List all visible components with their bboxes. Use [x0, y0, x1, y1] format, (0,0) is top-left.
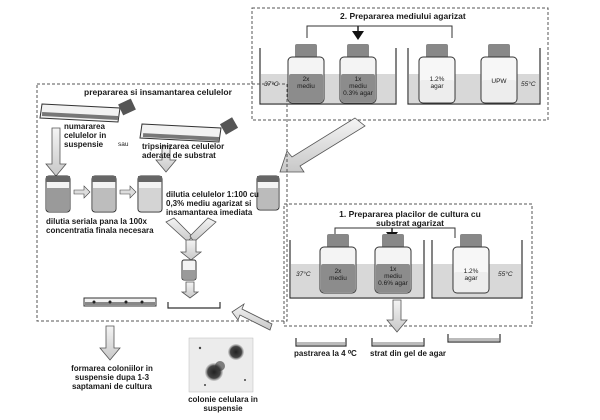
arrow-flask-to-dilution: [45, 127, 67, 177]
plate-seeding: [167, 302, 221, 309]
plate-storage: [295, 338, 347, 347]
plates-temp-55: 55°C: [498, 271, 513, 278]
tube-dilution-1: [45, 175, 71, 213]
flask-cell-suspension: [39, 98, 136, 123]
agar-medium-bracket: [306, 25, 453, 38]
agar-medium-title: 2. Prepararea mediului agarizat: [340, 11, 466, 21]
plates-bracket: [334, 227, 456, 238]
bottle-label-2x-medium-top: 2x mediu: [297, 76, 315, 90]
bottle-label-agar-top: 1.2% agar: [429, 76, 445, 90]
colony-micrograph: [188, 337, 254, 393]
cells-box: [36, 83, 288, 322]
agar-medium-temp-37: 37°C: [264, 81, 279, 88]
or-label: sau: [118, 141, 129, 148]
arrow-tube-1-2: [73, 185, 91, 199]
agar-medium-temp-55: 55°C: [521, 81, 536, 88]
arrow-plates-to-cells: [231, 302, 273, 331]
flask-adherent-cells: [139, 117, 239, 143]
plate-gel-layer: [371, 338, 425, 347]
bottle-agar-1-2-top: [418, 44, 456, 104]
bottle-agar-1-2-mid: [452, 234, 490, 294]
plate-empty: [447, 334, 501, 343]
arrow-tube-to-plate: [180, 281, 200, 299]
plates-title: 1. Prepararea placilor de cultura cu sub…: [339, 209, 481, 228]
plate-colonies: [83, 297, 157, 307]
merge-arrow: [165, 217, 217, 261]
cells-title: prepararea si insamantarea celulelor: [84, 87, 232, 97]
dilution-agar-label: dilutia celulelor 1:100 cu 0,3% mediu ag…: [166, 190, 259, 217]
tube-agar-medium: [256, 175, 280, 211]
bottle-upw-top: [480, 44, 518, 104]
arrow-trypsin-to-dilution: [155, 145, 177, 173]
storage-label: pastrarea la 4 ⁰C: [294, 349, 357, 358]
bottle-label-agar-mid: 1.2% agar: [463, 268, 479, 282]
bottle-label-2x-medium-mid: 2x mediu: [329, 268, 347, 282]
bottle-1x-medium-agar-mid: [374, 234, 412, 294]
counting-label: numararea celulelor in suspensie: [64, 122, 107, 149]
tube-mixture: [181, 259, 197, 281]
gel-layer-label: strat din gel de agar: [370, 349, 447, 358]
colony-formation-label: formarea coloniilor in suspensie dupa 1-…: [71, 364, 153, 391]
bottle-1x-medium-agar-top: [339, 44, 377, 104]
bottle-2x-medium-mid: [319, 234, 357, 294]
arrow-tube-2-3: [119, 185, 137, 199]
agar-medium-box: [251, 7, 549, 121]
plates-temp-37: 37°C: [296, 271, 311, 278]
arrow-plate-to-result: [99, 325, 121, 361]
bottle-2x-medium-top: [287, 44, 325, 104]
tube-dilution-2: [91, 175, 117, 213]
bottle-label-upw-top: UPW: [491, 78, 507, 85]
tube-dilution-3: [137, 175, 163, 213]
trypsin-label: tripsinizarea celulelor aderate de subst…: [142, 142, 225, 160]
bottle-label-1x-medium-top: 1x mediu 0.3% agar: [343, 76, 373, 97]
arrow-plates-down: [386, 299, 408, 333]
arrow-medium-to-cells: [279, 117, 366, 173]
bottle-label-1x-medium-mid: 1x mediu 0.6% agar: [378, 266, 408, 287]
colonies-label: colonie celulara in suspensie: [188, 395, 258, 413]
serial-dilution-label: dilutia seriala pana la 100x concentrati…: [46, 217, 154, 235]
